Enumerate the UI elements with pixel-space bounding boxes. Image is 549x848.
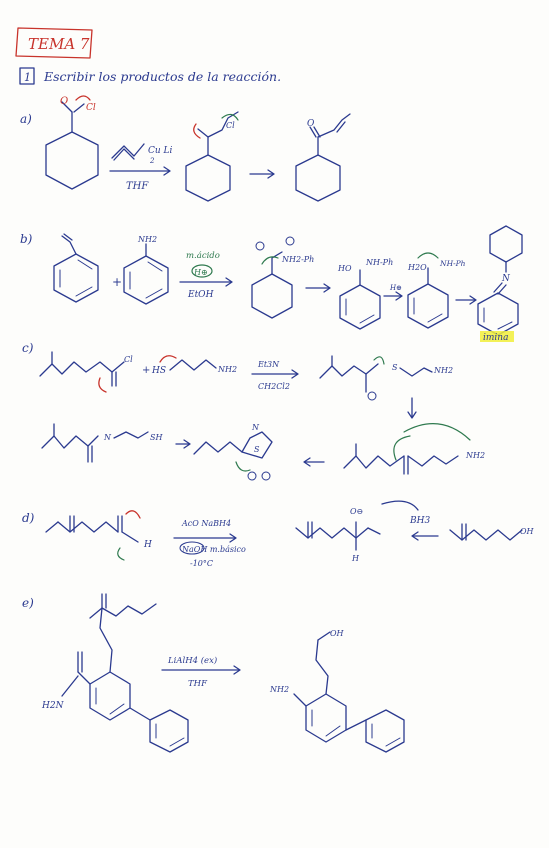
svg-text:HS: HS [151, 366, 166, 376]
svg-text:S: S [392, 363, 398, 372]
svg-text:+: + [112, 275, 122, 289]
svg-text:NH2: NH2 [465, 451, 485, 460]
svg-text:m.ácido: m.ácido [186, 250, 220, 261]
question-heading: 1 Escribir los productos de la reacción. [19, 67, 281, 85]
label-d: d) [22, 511, 35, 525]
svg-text:NH-Ph: NH-Ph [439, 259, 466, 268]
svg-text:S: S [254, 445, 260, 454]
svg-text:NH2: NH2 [433, 366, 453, 375]
svg-text:Cl: Cl [226, 121, 235, 130]
svg-text:NH2: NH2 [217, 365, 237, 374]
svg-text:Cu Li: Cu Li [148, 146, 173, 156]
svg-text:LiAlH4 (ex): LiAlH4 (ex) [167, 655, 217, 666]
arrow-a [109, 166, 171, 176]
svg-text:OH: OH [520, 527, 535, 536]
imine-label: imina [483, 333, 508, 343]
label-b: b) [20, 232, 33, 246]
svg-text:H2O: H2O [407, 263, 427, 272]
reaction-d: d) H AcO NaBH4 NaOH m.básico -10°C O⊖ H … [22, 500, 535, 568]
svg-text:THF: THF [126, 181, 149, 192]
svg-text:N: N [251, 423, 260, 432]
svg-text:2: 2 [149, 157, 155, 165]
svg-text:+: + [142, 365, 150, 376]
svg-text:OH: OH [330, 629, 345, 638]
svg-text:NH2-Ph: NH2-Ph [281, 255, 314, 264]
svg-text:NH2: NH2 [269, 685, 289, 694]
question-number: 1 [24, 71, 31, 84]
svg-text:N: N [501, 274, 511, 284]
svg-text:H: H [351, 554, 360, 563]
label-a: a) [20, 112, 32, 126]
svg-text:EtOH: EtOH [187, 290, 214, 300]
title-box: TEMA 7 [15, 27, 93, 59]
reaction-c: c) Cl + HS NH2 Et3N CH2Cl2 S NH2 N SH [22, 341, 485, 481]
svg-text:NaOH m.básico: NaOH m.básico [181, 545, 246, 554]
svg-text:SH: SH [150, 433, 163, 442]
cyclohexane-a [45, 131, 99, 190]
reaction-b: b) + NH2 m.ácido H⊕ EtOH NH2-Ph HO NH-Ph… [20, 225, 523, 343]
title-text: TEMA 7 [28, 35, 90, 53]
svg-text:-10°C: -10°C [190, 559, 213, 568]
svg-text:Cl: Cl [86, 103, 96, 113]
label-c: c) [22, 341, 34, 355]
svg-text:H: H [143, 540, 152, 550]
svg-text:O: O [60, 96, 68, 107]
svg-text:H⊕: H⊕ [193, 268, 208, 277]
svg-text:NH2: NH2 [137, 235, 157, 244]
svg-text:H2N: H2N [41, 701, 65, 711]
svg-text:CH2Cl2: CH2Cl2 [258, 382, 290, 391]
reaction-e: e) H2N LiAlH4 (ex) THF OH NH2 [22, 593, 405, 753]
svg-text:O⊖: O⊖ [350, 507, 363, 516]
svg-text:THF: THF [188, 679, 208, 689]
label-e: e) [22, 596, 34, 610]
svg-text:HO: HO [337, 264, 352, 273]
svg-text:AcO NaBH4: AcO NaBH4 [181, 519, 231, 528]
arrow-a2 [249, 169, 275, 179]
svg-text:H⊕: H⊕ [389, 284, 402, 292]
svg-text:Et3N: Et3N [257, 360, 280, 369]
instruction-text: Escribir los productos de la reacción. [43, 69, 281, 84]
svg-text:Cl: Cl [124, 355, 133, 364]
svg-text:NH-Ph: NH-Ph [365, 258, 393, 267]
svg-text:O: O [307, 119, 315, 129]
svg-text:BH3: BH3 [409, 516, 430, 526]
reaction-a: a) O Cl Cu Li 2 THF Cl O [20, 95, 351, 202]
svg-text:N: N [103, 433, 112, 442]
